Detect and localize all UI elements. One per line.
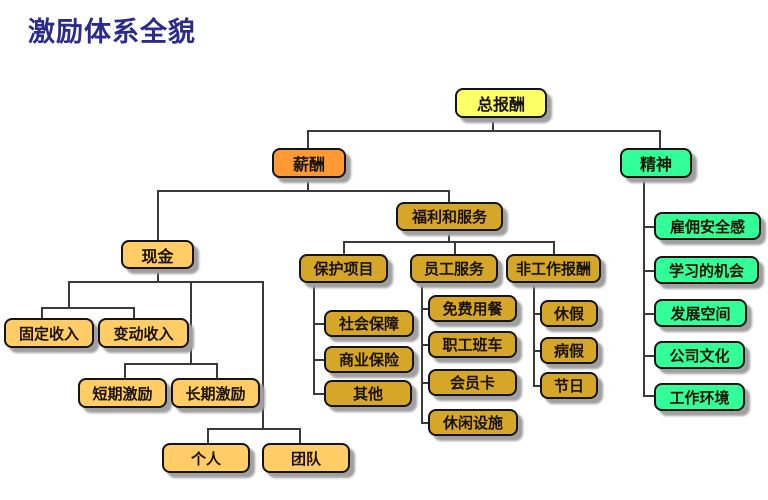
connector-line xyxy=(343,241,345,255)
connector-line xyxy=(553,241,555,255)
connector-line xyxy=(41,307,135,309)
connector-line xyxy=(643,355,655,357)
node-other: 其他 xyxy=(324,380,412,407)
connector-line xyxy=(262,281,264,428)
node-short-term-incentive: 短期激励 xyxy=(78,378,167,408)
connector-line xyxy=(68,281,70,307)
node-fixed-income: 固定收入 xyxy=(4,318,94,348)
node-non-work-reward: 非工作报酬 xyxy=(506,254,601,283)
node-welfare-services: 福利和服务 xyxy=(396,202,503,231)
connector-line xyxy=(207,428,209,443)
connector-line xyxy=(216,363,218,378)
connector-line xyxy=(313,283,315,395)
connector-line xyxy=(313,323,325,325)
connector-line xyxy=(421,283,423,423)
node-protection-programs: 保护项目 xyxy=(299,254,388,283)
node-company-culture: 公司文化 xyxy=(654,341,745,369)
connector-line xyxy=(124,363,218,365)
node-variable-income: 变动收入 xyxy=(98,318,189,348)
connector-line xyxy=(643,226,655,228)
connector-line xyxy=(421,382,430,384)
connector-line xyxy=(643,313,655,315)
connector-line xyxy=(157,268,159,281)
node-sick-leave: 病假 xyxy=(540,337,598,364)
connector-line xyxy=(207,428,301,430)
node-employment-security: 雇佣安全感 xyxy=(654,212,761,240)
connector-line xyxy=(307,130,661,132)
connector-line xyxy=(533,283,535,386)
node-staff-shuttle: 职工班车 xyxy=(428,331,517,358)
node-development-space: 发展空间 xyxy=(654,299,747,327)
connector-line xyxy=(454,241,456,255)
node-work-environment: 工作环境 xyxy=(654,383,745,411)
connector-line xyxy=(313,359,325,361)
node-individual: 个人 xyxy=(162,443,250,473)
connector-line xyxy=(533,350,542,352)
node-team: 团队 xyxy=(262,443,350,473)
connector-line xyxy=(659,130,661,148)
connector-line xyxy=(533,313,542,315)
connector-line xyxy=(643,270,655,272)
connector-line xyxy=(68,281,264,283)
node-vacation: 休假 xyxy=(540,300,598,327)
connector-line xyxy=(133,307,135,318)
node-commercial-insurance: 商业保险 xyxy=(324,346,414,373)
connector-line xyxy=(533,385,542,387)
node-salary: 薪酬 xyxy=(272,148,346,178)
node-total-reward: 总报酬 xyxy=(455,88,547,118)
node-holiday: 节日 xyxy=(540,372,598,399)
node-employee-services: 员工服务 xyxy=(410,254,498,283)
node-social-security: 社会保障 xyxy=(324,310,414,337)
node-leisure-facilities: 休闲设施 xyxy=(428,409,518,436)
connector-line xyxy=(124,363,126,378)
connector-line xyxy=(299,428,301,443)
connector-line xyxy=(190,281,192,363)
connector-line xyxy=(41,307,43,318)
node-spirit: 精神 xyxy=(620,148,692,178)
connector-line xyxy=(157,190,450,192)
connector-line xyxy=(421,422,430,424)
page-title: 激励体系全貌 xyxy=(28,17,196,48)
connector-line xyxy=(643,178,645,397)
node-learning-opportunity: 学习的机会 xyxy=(654,256,759,284)
node-membership-card: 会员卡 xyxy=(428,369,517,396)
node-long-term-incentive: 长期激励 xyxy=(171,378,260,408)
connector-line xyxy=(421,344,430,346)
connector-line xyxy=(492,118,494,130)
connector-line xyxy=(307,130,309,148)
connector-line xyxy=(313,393,325,395)
connector-line xyxy=(421,308,430,310)
connector-line xyxy=(307,178,309,190)
node-free-meals: 免费用餐 xyxy=(428,295,517,322)
connector-line xyxy=(157,190,159,240)
connector-line xyxy=(448,190,450,202)
connector-line xyxy=(643,395,655,397)
node-cash: 现金 xyxy=(121,240,194,269)
connector-line xyxy=(448,231,450,241)
connector-line xyxy=(343,241,555,243)
